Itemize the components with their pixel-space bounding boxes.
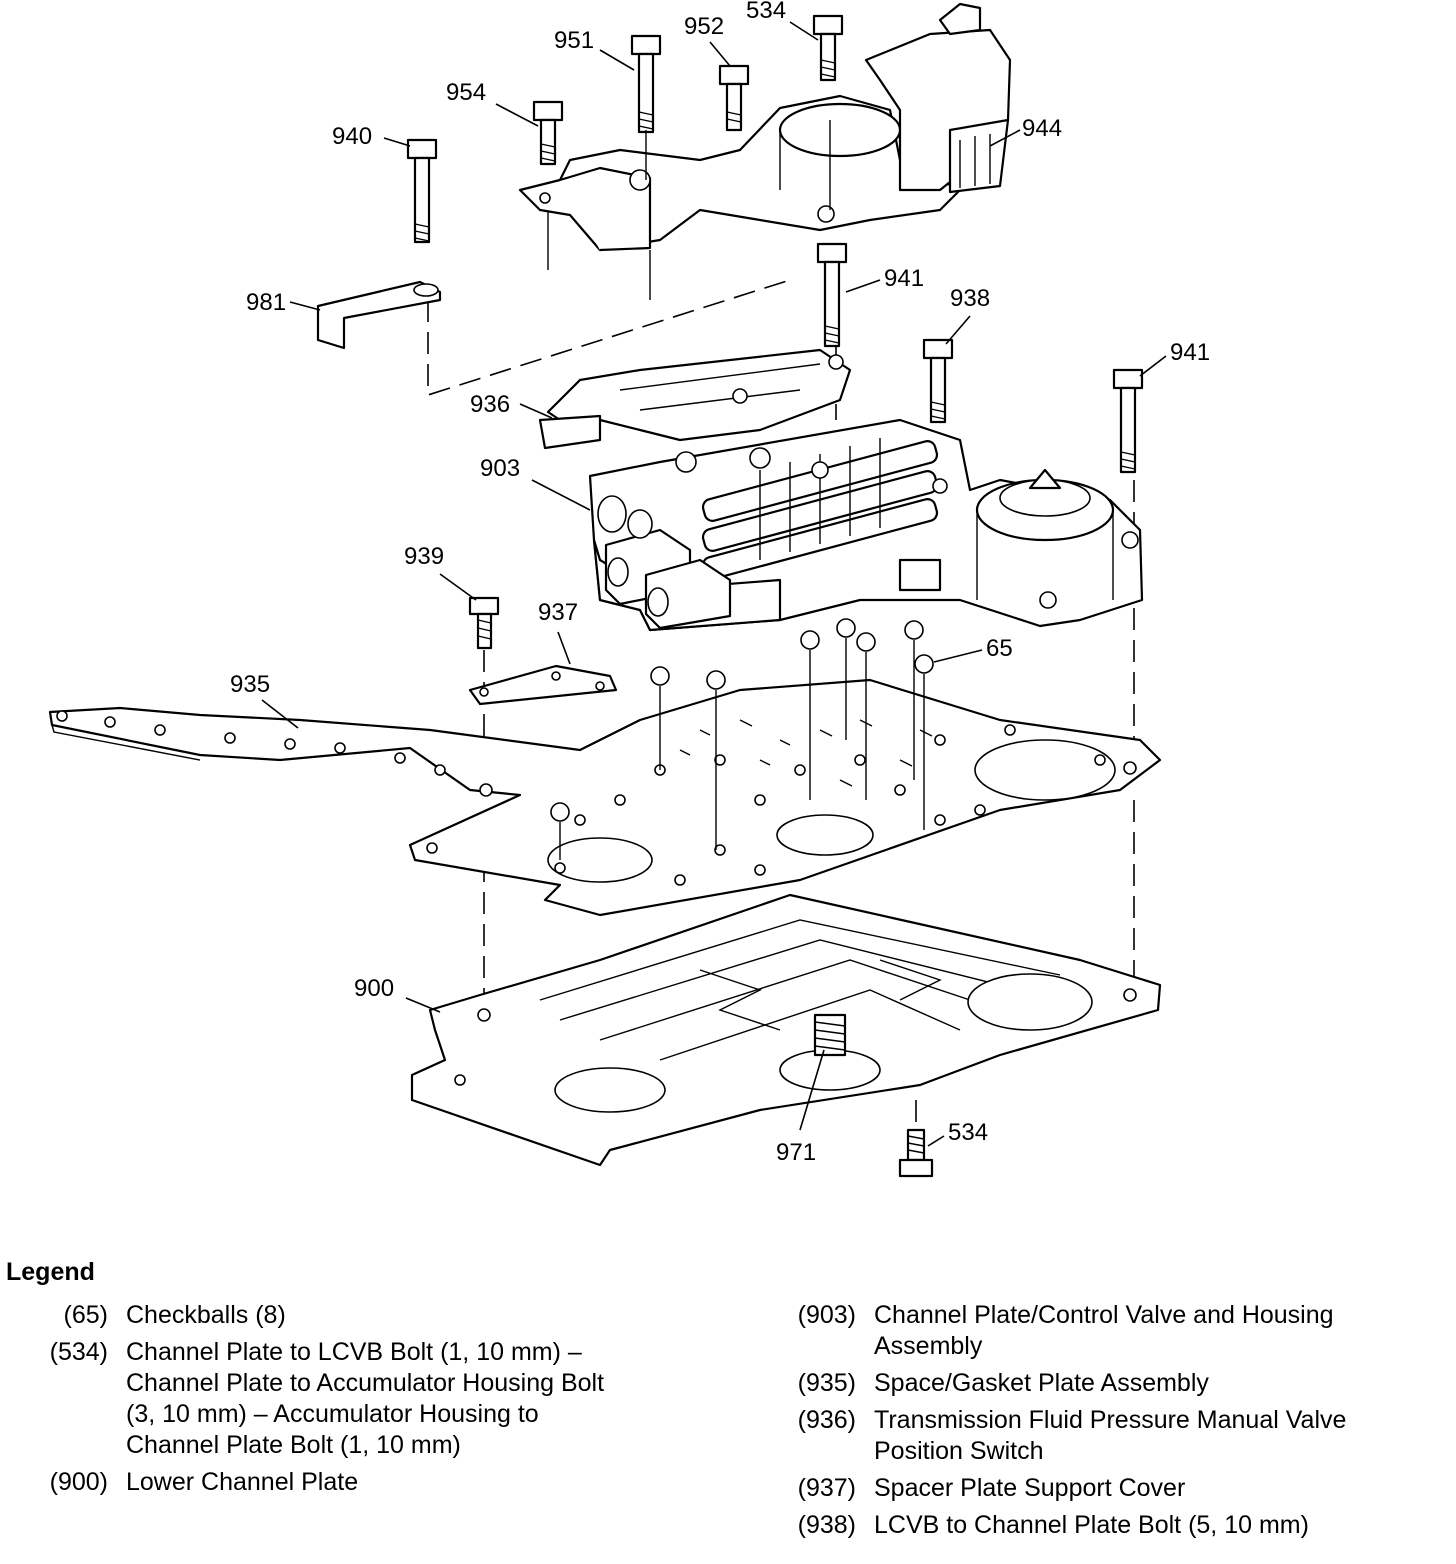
bolt-952 xyxy=(718,64,750,132)
manual-valve-position-switch-936 xyxy=(538,348,852,450)
callout-951: 951 xyxy=(554,27,594,54)
callout-65: 65 xyxy=(986,635,1013,662)
leader-lines xyxy=(261,21,1167,1147)
legend-right-column: (903) Channel Plate/Control Valve and Ho… xyxy=(778,1300,1438,1547)
legend-item-description: Space/Gasket Plate Assembly xyxy=(874,1369,1209,1397)
bolt-954 xyxy=(532,100,564,166)
part-944 xyxy=(864,2,1012,194)
exploded-view-diagram: 951 952 534 954 940 944 941 938 941 981 … xyxy=(48,0,1210,1178)
legend-item: (65) Checkballs (8) xyxy=(30,1300,730,1331)
legend-item: (900) Lower Channel Plate xyxy=(30,1467,730,1498)
callout-940: 940 xyxy=(332,123,372,150)
legend-item-number: (936) xyxy=(797,1406,856,1434)
callout-981: 981 xyxy=(246,289,286,316)
checkball-lines xyxy=(559,638,925,860)
callout-937: 937 xyxy=(538,599,578,626)
accumulator-housing xyxy=(518,94,962,252)
callout-938: 938 xyxy=(950,285,990,312)
callout-534-bottom: 534 xyxy=(948,1119,988,1146)
callout-534-top: 534 xyxy=(746,0,786,24)
legend-item: (534) Channel Plate to LCVB Bolt (1, 10 … xyxy=(30,1337,730,1461)
callout-941-b: 941 xyxy=(1170,339,1210,366)
bolt-534-top xyxy=(812,14,844,82)
callout-941-a: 941 xyxy=(884,265,924,292)
bolt-534-bottom xyxy=(898,1128,934,1178)
legend-item-number: (903) xyxy=(797,1301,856,1329)
lower-channel-plate-900 xyxy=(410,893,1162,1167)
callout-939: 939 xyxy=(404,543,444,570)
callout-954: 954 xyxy=(446,79,486,106)
legend-item-description: Lower Channel Plate xyxy=(126,1468,359,1496)
callout-935: 935 xyxy=(230,671,270,698)
callout-labels: 951 952 534 954 940 944 941 938 941 981 … xyxy=(230,0,1210,1166)
legend-item-number: (938) xyxy=(797,1511,856,1539)
callout-936: 936 xyxy=(470,391,510,418)
bracket-981 xyxy=(316,280,442,350)
spring-971 xyxy=(813,1013,847,1057)
legend-item-number: (937) xyxy=(797,1474,856,1502)
callout-971: 971 xyxy=(776,1139,816,1166)
legend-item-number: (935) xyxy=(797,1369,856,1397)
bolt-939 xyxy=(468,596,500,650)
bolt-951 xyxy=(630,34,662,134)
legend-item-description: Channel Plate/Control Valve and Housing … xyxy=(874,1301,1334,1360)
legend-item: (937) Spacer Plate Support Cover xyxy=(778,1473,1438,1504)
channel-plate-control-valve-assembly-903 xyxy=(588,418,1144,632)
legend: Legend (65) Checkballs (8) (534) Channel… xyxy=(0,1250,1456,1564)
bolt-940 xyxy=(406,138,438,244)
legend-item: (903) Channel Plate/Control Valve and Ho… xyxy=(778,1300,1438,1362)
callout-944: 944 xyxy=(1022,115,1062,142)
legend-item: (935) Space/Gasket Plate Assembly xyxy=(778,1368,1438,1399)
legend-item: (938) LCVB to Channel Plate Bolt (5, 10 … xyxy=(778,1510,1438,1541)
legend-item-number: (65) xyxy=(63,1301,108,1329)
legend-item-number: (534) xyxy=(49,1338,108,1366)
spacer-plate-support-cover-937 xyxy=(468,664,618,706)
solenoids xyxy=(604,528,732,630)
gasket-holes xyxy=(56,710,1137,886)
legend-left-column: (65) Checkballs (8) (534) Channel Plate … xyxy=(30,1300,730,1504)
callout-903: 903 xyxy=(480,455,520,482)
legend-item: (936) Transmission Fluid Pressure Manual… xyxy=(778,1405,1438,1467)
spacer-gasket-plate-935 xyxy=(48,678,1162,917)
checkballs-65 xyxy=(550,618,934,822)
legend-item-description: LCVB to Channel Plate Bolt (5, 10 mm) xyxy=(874,1511,1309,1539)
legend-item-description: Channel Plate to LCVB Bolt (1, 10 mm) – … xyxy=(126,1338,605,1459)
bolt-938 xyxy=(922,338,954,424)
legend-item-description: Transmission Fluid Pressure Manual Valve… xyxy=(874,1406,1347,1465)
callout-952: 952 xyxy=(684,13,724,40)
legend-item-description: Spacer Plate Support Cover xyxy=(874,1474,1186,1502)
legend-title: Legend xyxy=(6,1258,95,1286)
legend-item-description: Checkballs (8) xyxy=(126,1301,286,1329)
legend-item-number: (900) xyxy=(49,1468,108,1496)
bolt-941-b xyxy=(1112,368,1144,474)
bolt-941-a xyxy=(816,242,848,348)
callout-900: 900 xyxy=(354,975,394,1002)
